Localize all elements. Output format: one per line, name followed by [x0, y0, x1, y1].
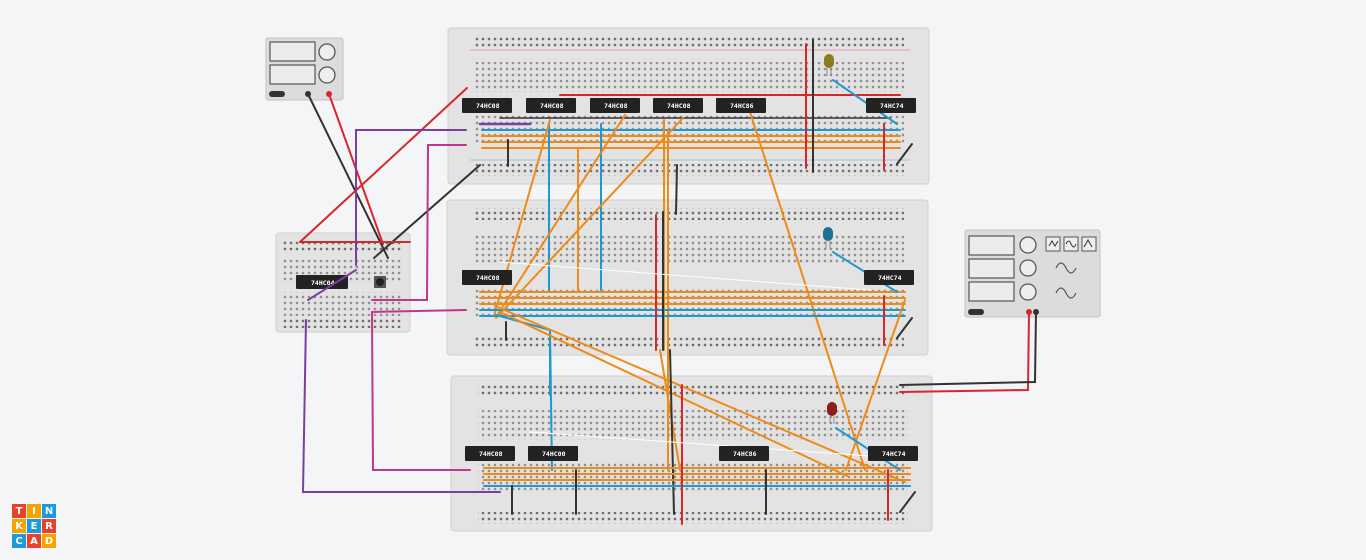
- chip-bottom-1: 74HC00: [542, 450, 566, 458]
- chip-small-0: 74HC04: [311, 279, 335, 287]
- chip-middle-1: 74HC74: [878, 274, 902, 282]
- chip-bottom-0: 74HC08: [479, 450, 503, 458]
- led-middle[interactable]: [823, 227, 833, 249]
- chip-top-5: 74HC74: [880, 102, 904, 110]
- logo-letter-3: K: [12, 519, 26, 533]
- breadboard-middle[interactable]: [446, 199, 929, 356]
- logo-letter-5: R: [42, 519, 56, 533]
- wires[interactable]: [299, 39, 1037, 525]
- chip-middle-0: 74HC08: [476, 274, 500, 282]
- chip-bottom-3: 74HC74: [882, 450, 906, 458]
- logo-letter-6: C: [12, 534, 26, 548]
- logo-letter-8: D: [42, 534, 56, 548]
- logo-letter-0: T: [12, 504, 26, 518]
- power-supply[interactable]: [265, 37, 344, 101]
- chip-top-2: 74HC08: [604, 102, 628, 110]
- led-bottom[interactable]: [827, 402, 837, 424]
- logo-letter-4: E: [27, 519, 41, 533]
- chips-top[interactable]: 74HC08 74HC08 74HC08 74HC08 74HC86 74HC7…: [462, 98, 916, 113]
- logo-letter-7: A: [27, 534, 41, 548]
- tinkercad-logo: T I N K E R C A D: [12, 504, 56, 548]
- chips-middle[interactable]: 74HC08 74HC74: [462, 270, 914, 285]
- logo-letter-2: N: [42, 504, 56, 518]
- chip-top-0: 74HC08: [476, 102, 500, 110]
- logo-letter-1: I: [27, 504, 41, 518]
- chips-bottom[interactable]: 74HC08 74HC00 74HC86 74HC74: [465, 446, 918, 461]
- chip-top-1: 74HC08: [540, 102, 564, 110]
- chip-top-4: 74HC86: [730, 102, 754, 110]
- chip-bottom-2: 74HC86: [733, 450, 757, 458]
- function-generator[interactable]: [964, 229, 1101, 318]
- led-top[interactable]: [824, 54, 834, 76]
- small-breadboard[interactable]: 74HC04: [275, 232, 411, 333]
- chip-top-3: 74HC08: [667, 102, 691, 110]
